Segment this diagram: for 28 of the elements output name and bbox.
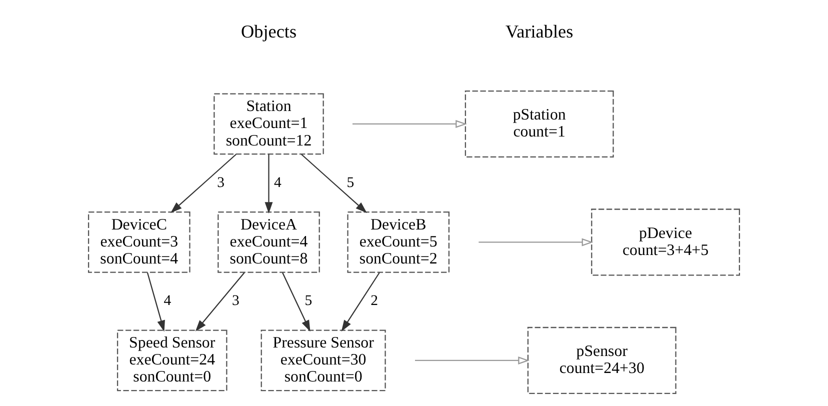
arrow [146,272,165,332]
edge-label: 2 [370,293,378,310]
edge-label: 5 [346,174,354,191]
node-box: Speed Sensor exeCount=24 sonCount=0 [116,330,228,392]
arrow [478,238,594,246]
node-box: Station exeCount=1 sonCount=12 [214,93,324,155]
node-box: pSensor count=24+30 [527,326,676,394]
edge-label: 5 [304,293,312,310]
edge-label: 4 [274,174,282,191]
arrow [301,154,367,213]
node-box: DeviceB exeCount=5 sonCount=2 [347,212,450,273]
node-box: pDevice count=3+4+5 [591,208,740,276]
node-box: DeviceA exeCount=4 sonCount=8 [218,212,320,273]
edge-label: 4 [164,293,172,310]
node-box: DeviceC exeCount=3 sonCount=4 [88,212,190,273]
edge-label: 3 [217,174,225,191]
arrow [415,356,530,364]
label: Variables [506,21,574,42]
arrow [170,154,236,213]
arrow [264,154,273,214]
label: Objects [240,21,297,42]
node-box: pStation count=1 [464,90,614,158]
arrow [282,272,310,332]
arrow [341,272,380,332]
arrow [352,120,467,128]
arrow [195,272,245,332]
node-box: Pressure Sensor exeCount=30 sonCount=0 [260,330,386,392]
edge-label: 3 [232,293,240,310]
